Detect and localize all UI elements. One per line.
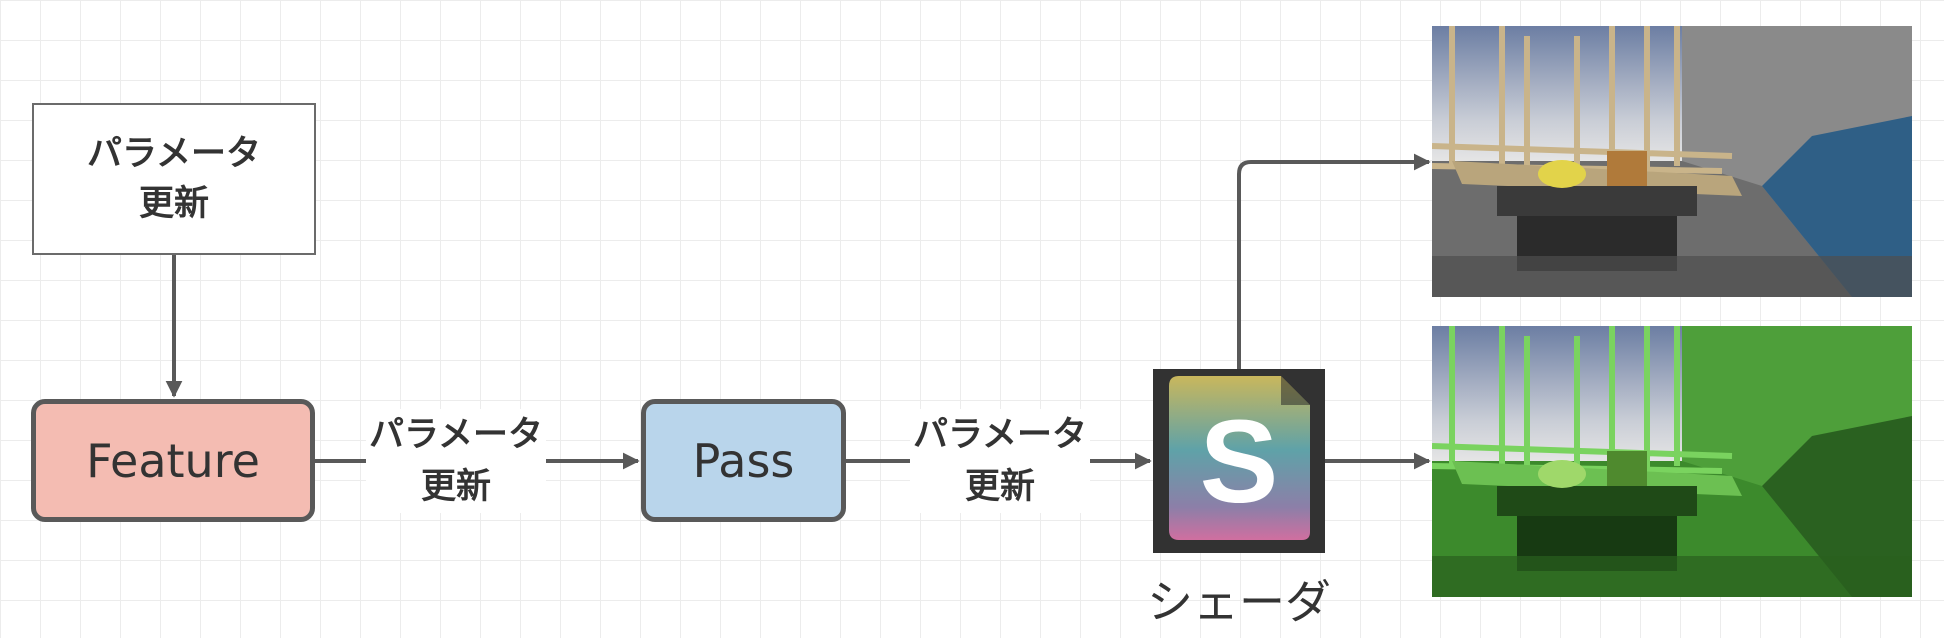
shader-caption: シェーダ — [1147, 575, 1331, 629]
arrow-shader-to-scene-normal — [1237, 153, 1431, 369]
edge-label-line2: 更新 — [420, 467, 491, 507]
edge-label-pass-shader: パラメータ 更新 — [910, 409, 1090, 513]
param-update-line1: パラメータ — [87, 134, 261, 174]
pass-node: Pass — [641, 399, 846, 522]
scene-render-green — [1432, 326, 1912, 597]
edge-label-feature-pass: パラメータ 更新 — [366, 409, 546, 513]
param-update-node: パラメータ 更新 — [32, 103, 316, 255]
param-update-line2: 更新 — [138, 184, 209, 224]
pass-label: Pass — [692, 433, 795, 488]
shader-icon: S — [1153, 369, 1325, 553]
edge-label-line1: パラメータ — [913, 415, 1087, 455]
edge-label-line1: パラメータ — [369, 415, 543, 455]
feature-node: Feature — [31, 399, 315, 522]
scene-render-normal — [1432, 26, 1912, 297]
edge-label-line2: 更新 — [964, 467, 1035, 507]
shader-icon-letter: S — [1200, 396, 1279, 528]
feature-label: Feature — [86, 433, 260, 488]
